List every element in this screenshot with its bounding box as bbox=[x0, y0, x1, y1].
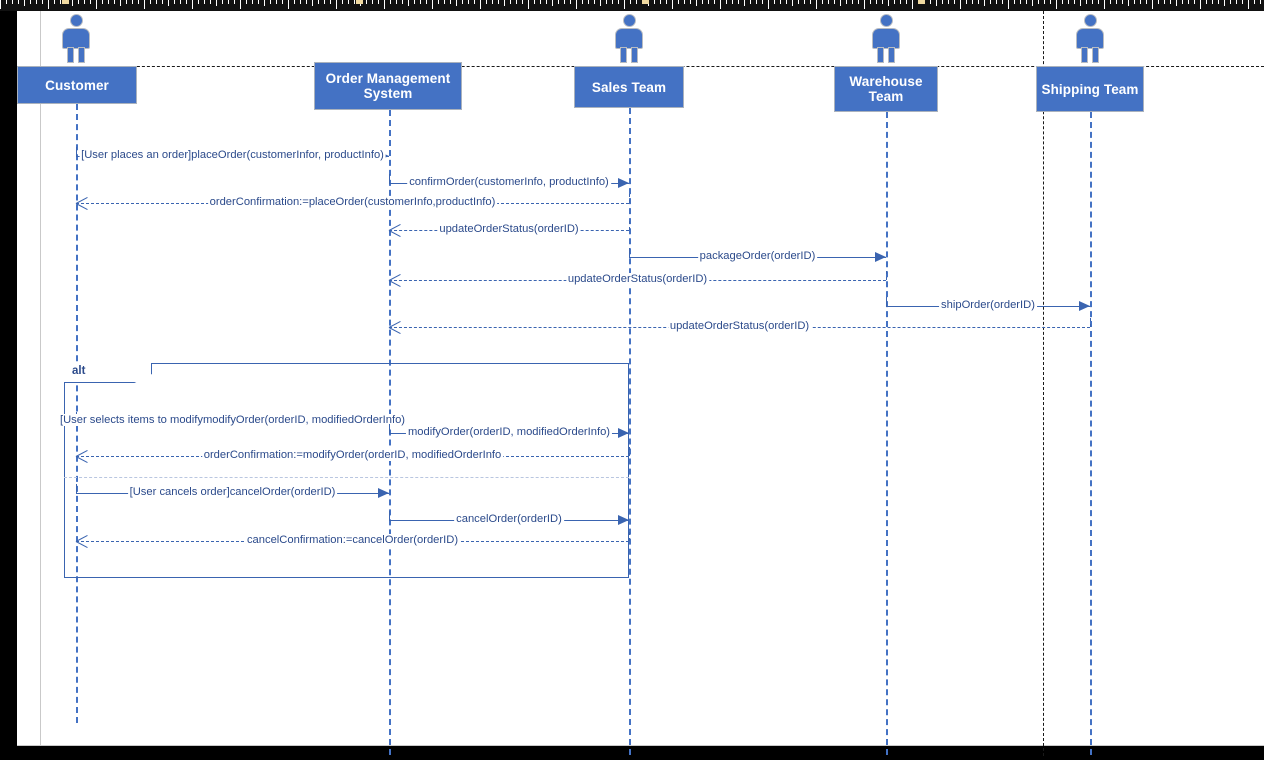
fragment-operator-label: alt bbox=[72, 365, 86, 377]
lifeline-shipping[interactable] bbox=[1090, 112, 1092, 755]
message-label: confirmOrder(customerInfo, productInfo) bbox=[407, 176, 611, 188]
combined-fragment-alt[interactable] bbox=[64, 363, 629, 578]
message-source-stub bbox=[76, 484, 77, 493]
arrowhead-open-left bbox=[76, 196, 89, 210]
participant-box-shipping[interactable]: Shipping Team bbox=[1036, 66, 1144, 112]
message-source-stub bbox=[389, 174, 390, 183]
message-label: updateOrderStatus(orderID) bbox=[437, 223, 581, 235]
arrowhead-open-left bbox=[76, 449, 89, 463]
participant-label: Shipping Team bbox=[1041, 81, 1139, 97]
arrowhead-filled-right bbox=[1079, 301, 1090, 311]
fragment-operator-tab: alt bbox=[64, 363, 152, 383]
message-label: shipOrder(orderID) bbox=[939, 299, 1037, 311]
message-label: [User places an order]placeOrder(custome… bbox=[79, 149, 386, 161]
actor-icon-customer bbox=[59, 14, 93, 63]
lifeline-sales[interactable] bbox=[629, 108, 631, 755]
message-source-stub bbox=[886, 297, 887, 306]
bottom-gutter bbox=[0, 746, 1264, 760]
lifeline-warehouse[interactable] bbox=[886, 112, 888, 755]
arrowhead-filled-right bbox=[618, 178, 629, 188]
message-source-stub bbox=[629, 194, 630, 203]
message-label: modifyOrder(orderID, modifiedOrderInfo) bbox=[405, 426, 613, 438]
arrowhead-open-left bbox=[389, 273, 402, 287]
left-gutter bbox=[0, 11, 17, 760]
participant-box-sales[interactable]: Sales Team bbox=[574, 66, 684, 108]
arrowhead-open-left bbox=[389, 223, 402, 237]
participant-box-oms[interactable]: Order Management System bbox=[314, 62, 462, 110]
actor-leg-right bbox=[888, 47, 895, 63]
actor-body bbox=[615, 28, 643, 49]
actor-leg-right bbox=[1092, 47, 1099, 63]
message-label: updateOrderStatus(orderID) bbox=[667, 320, 812, 332]
actor-icon-warehouse bbox=[869, 14, 903, 63]
ruler bbox=[0, 0, 1264, 11]
actor-body bbox=[1076, 28, 1104, 49]
participant-label: Customer bbox=[45, 77, 109, 93]
message-label: orderConfirmation:=placeOrder(customerIn… bbox=[207, 196, 498, 208]
participant-label: Sales Team bbox=[591, 79, 667, 95]
actor-head bbox=[70, 14, 83, 27]
message-source-stub bbox=[1090, 318, 1091, 327]
lifeline-customer[interactable] bbox=[76, 104, 78, 723]
actor-leg-right bbox=[78, 47, 85, 63]
participant-label: Order Management System bbox=[325, 71, 451, 101]
actor-head bbox=[623, 14, 636, 27]
message-label: cancelOrder(orderID) bbox=[454, 513, 564, 525]
actor-leg-right bbox=[631, 47, 638, 63]
actor-leg-left bbox=[1081, 47, 1088, 63]
message-label: [User selects items to modifymodifyOrder… bbox=[57, 414, 408, 426]
actor-body bbox=[62, 28, 90, 49]
message-label: packageOrder(orderID) bbox=[697, 250, 818, 262]
arrowhead-filled-right bbox=[618, 515, 629, 525]
diagram-page bbox=[17, 11, 1264, 745]
fragment-operand-divider bbox=[64, 477, 629, 478]
page-break-vertical bbox=[1043, 11, 1044, 756]
actor-icon-sales bbox=[612, 14, 646, 63]
message-label: [User cancels order]cancelOrder(orderID) bbox=[127, 486, 338, 498]
lifeline-oms[interactable] bbox=[389, 110, 391, 755]
message-source-stub bbox=[629, 248, 630, 257]
message-source-stub bbox=[76, 147, 77, 156]
arrowhead-filled-right bbox=[618, 428, 629, 438]
message-source-stub bbox=[389, 424, 390, 433]
message-source-stub bbox=[629, 532, 630, 541]
arrowhead-open-left bbox=[389, 320, 402, 334]
actor-head bbox=[880, 14, 893, 27]
participant-box-customer[interactable]: Customer bbox=[17, 66, 137, 104]
message-label: orderConfirmation:=modifyOrder(orderID, … bbox=[201, 449, 504, 461]
page-left-margin-line bbox=[40, 11, 41, 745]
actor-head bbox=[1084, 14, 1097, 27]
message-source-stub bbox=[389, 511, 390, 520]
actor-icon-shipping bbox=[1073, 14, 1107, 63]
message-label: cancelConfirmation:=cancelOrder(orderID) bbox=[244, 534, 461, 546]
actor-leg-left bbox=[67, 47, 74, 63]
participant-label: Warehouse Team bbox=[849, 74, 923, 104]
actor-body bbox=[872, 28, 900, 49]
arrowhead-filled-right bbox=[875, 252, 886, 262]
actor-leg-left bbox=[877, 47, 884, 63]
message-source-stub bbox=[629, 447, 630, 456]
message-source-stub bbox=[886, 271, 887, 280]
arrowhead-filled-right bbox=[378, 488, 389, 498]
actor-leg-left bbox=[620, 47, 627, 63]
arrowhead-open-left bbox=[76, 534, 89, 548]
message-source-stub bbox=[629, 221, 630, 230]
page-bottom-margin-line bbox=[17, 745, 1264, 746]
participant-box-warehouse[interactable]: Warehouse Team bbox=[834, 66, 938, 112]
message-label: updateOrderStatus(orderID) bbox=[565, 273, 710, 285]
